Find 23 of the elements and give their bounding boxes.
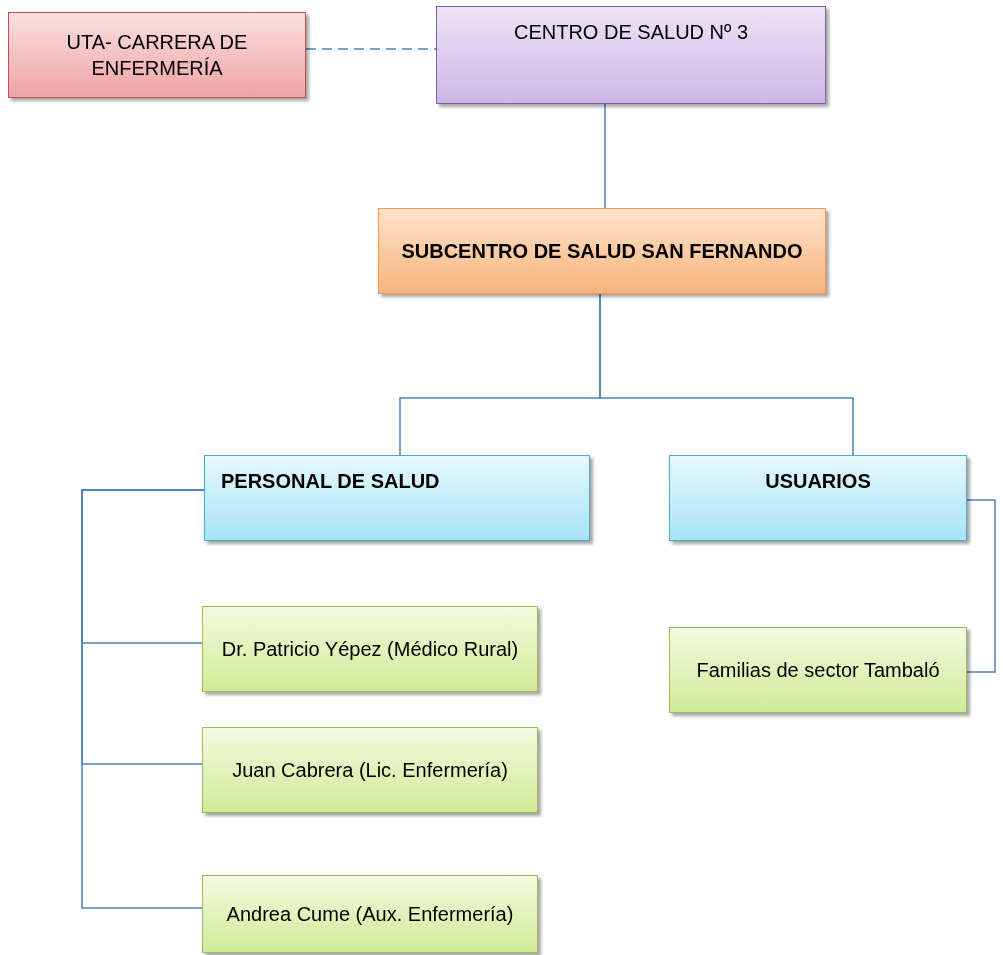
box-label: Juan Cabrera (Lic. Enfermería) xyxy=(232,758,508,783)
org-box xyxy=(8,12,306,98)
connector-line xyxy=(604,103,606,209)
org-box xyxy=(378,208,826,294)
box-label: PERSONAL DE SALUD xyxy=(221,469,441,494)
box-label: Andrea Cume (Aux. Enfermería) xyxy=(226,902,514,927)
connector-line xyxy=(599,293,854,456)
group-box xyxy=(204,455,590,541)
box-label: UTA- CARRERA DE ENFERMERÍA xyxy=(65,30,249,81)
box-label: Familias de sector Tambaló xyxy=(696,658,940,683)
connector-line xyxy=(81,489,205,909)
group-box xyxy=(669,455,967,541)
connector-line xyxy=(966,499,996,673)
box-label: Dr. Patricio Yépez (Médico Rural) xyxy=(221,637,519,662)
person-box xyxy=(202,875,538,953)
box-label: SUBCENTRO DE SALUD SAN FERNANDO xyxy=(401,239,803,264)
person-box xyxy=(669,627,967,713)
person-box xyxy=(202,606,538,692)
box-label: USUARIOS xyxy=(765,469,871,494)
person-box xyxy=(202,727,538,813)
box-label: CENTRO DE SALUD Nº 3 xyxy=(514,20,748,45)
org-box xyxy=(436,6,826,104)
connector-line xyxy=(305,48,437,50)
